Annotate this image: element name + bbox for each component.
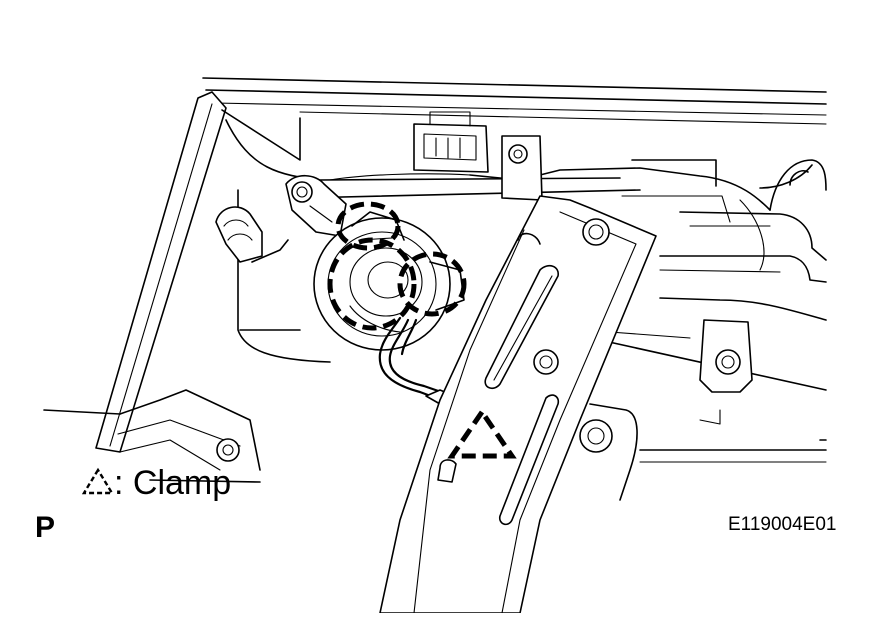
- legend: : Clamp: [81, 464, 231, 502]
- figure-code: E119004E01: [728, 514, 836, 535]
- seat-rail: [379, 195, 657, 614]
- legend-text: : Clamp: [114, 464, 231, 502]
- top-connector-left: [413, 111, 489, 173]
- clamp-highlight-triangle: [447, 407, 517, 459]
- clamp-highlights: [327, 201, 517, 459]
- clamp-highlight-upper: [335, 201, 401, 251]
- clamp-highlight-right: [397, 251, 467, 317]
- bracket: [285, 174, 347, 237]
- wire-harness: [378, 316, 514, 426]
- corner-label: P: [35, 511, 55, 544]
- clamp-triangle-icon: [81, 467, 115, 495]
- panel-top-frame: [202, 77, 827, 125]
- left-trim-strip: [95, 91, 301, 453]
- lower-left-panel: [43, 389, 261, 483]
- right-lower-panel: [579, 319, 827, 501]
- clip-pin: [215, 206, 289, 263]
- top-connector-right: [501, 135, 543, 201]
- clamp-highlight-center: [327, 237, 417, 331]
